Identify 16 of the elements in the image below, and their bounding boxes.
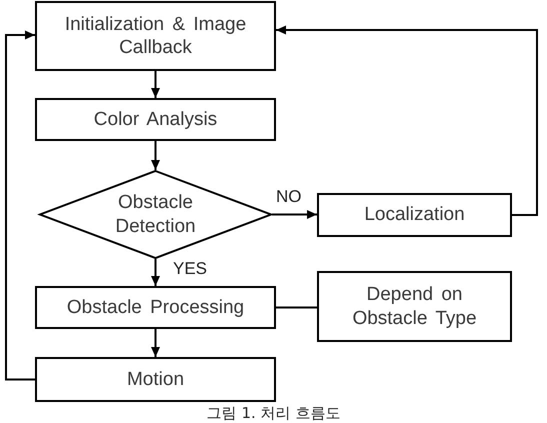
process-box: Obstacle Processing xyxy=(35,286,276,329)
decision-diamond: Obstacle Detection xyxy=(39,170,272,259)
process-box: Initialization & Image Callback xyxy=(35,1,276,71)
arrow xyxy=(5,30,35,380)
process-box: Color Analysis xyxy=(35,98,276,141)
arrow xyxy=(272,210,317,219)
arrow xyxy=(151,259,160,286)
arrow xyxy=(276,26,538,216)
process-box: Motion xyxy=(35,357,276,402)
process-box: Depend on Obstacle Type xyxy=(317,271,512,342)
process-box: Localization xyxy=(317,193,512,237)
arrow xyxy=(151,71,160,98)
arrow xyxy=(151,329,160,357)
arrow xyxy=(151,141,160,170)
connector-line xyxy=(276,306,317,308)
caption: 그림 1. 처리 흐름도 xyxy=(206,404,342,422)
